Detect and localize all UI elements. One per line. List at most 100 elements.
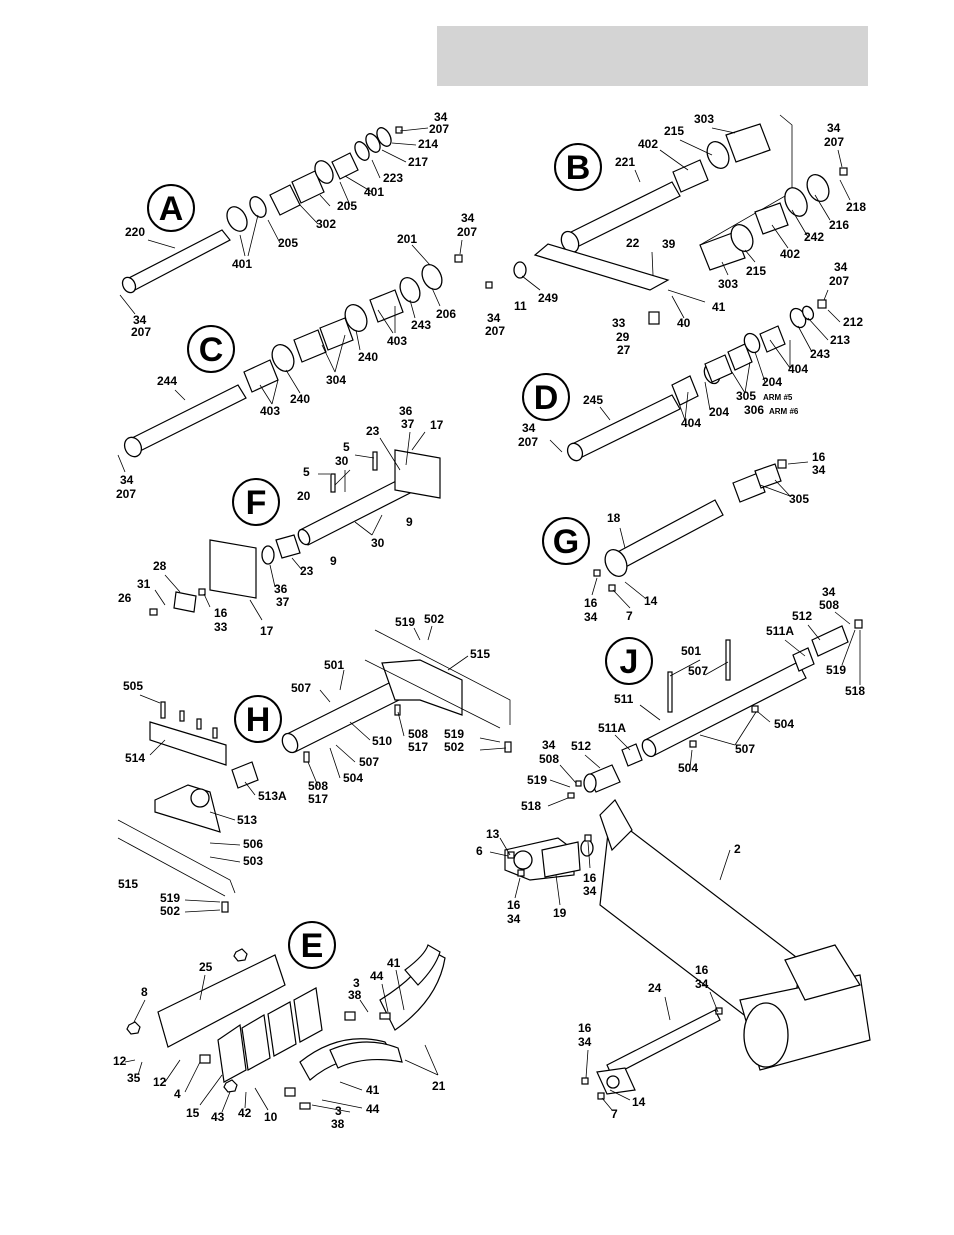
svg-text:204: 204 bbox=[709, 405, 729, 419]
section-d-assembly bbox=[566, 299, 827, 462]
svg-text:F: F bbox=[246, 484, 267, 522]
svg-text:8: 8 bbox=[141, 985, 148, 999]
svg-text:C: C bbox=[199, 331, 224, 369]
svg-text:34: 34 bbox=[507, 912, 521, 926]
svg-text:9: 9 bbox=[406, 515, 413, 529]
svg-text:44: 44 bbox=[370, 969, 384, 983]
svg-text:306: 306 bbox=[744, 403, 764, 417]
svg-text:245: 245 bbox=[583, 393, 603, 407]
svg-text:5: 5 bbox=[343, 440, 350, 454]
svg-text:213: 213 bbox=[830, 333, 850, 347]
section-h-callouts: 519 502 515 501 507 505 514 510 508 517 … bbox=[118, 612, 507, 918]
svg-text:504: 504 bbox=[774, 717, 794, 731]
svg-text:34: 34 bbox=[822, 585, 836, 599]
svg-text:507: 507 bbox=[291, 681, 311, 695]
svg-text:244: 244 bbox=[157, 374, 177, 388]
svg-text:38: 38 bbox=[331, 1117, 345, 1131]
svg-text:H: H bbox=[246, 701, 271, 739]
svg-text:515: 515 bbox=[470, 647, 490, 661]
svg-text:218: 218 bbox=[846, 200, 866, 214]
svg-text:207: 207 bbox=[457, 225, 477, 239]
section-c-assembly bbox=[123, 254, 463, 458]
svg-text:221: 221 bbox=[615, 155, 635, 169]
svg-text:216: 216 bbox=[829, 218, 849, 232]
svg-text:240: 240 bbox=[290, 392, 310, 406]
svg-text:16: 16 bbox=[695, 963, 709, 977]
svg-text:17: 17 bbox=[260, 624, 274, 638]
svg-text:24: 24 bbox=[648, 981, 662, 995]
header-box bbox=[437, 26, 868, 86]
svg-text:12: 12 bbox=[113, 1054, 127, 1068]
svg-text:31: 31 bbox=[137, 577, 151, 591]
svg-text:5: 5 bbox=[303, 465, 310, 479]
svg-text:29: 29 bbox=[616, 330, 630, 344]
svg-text:519: 519 bbox=[527, 773, 547, 787]
svg-text:517: 517 bbox=[408, 740, 428, 754]
svg-text:204: 204 bbox=[762, 375, 782, 389]
svg-text:207: 207 bbox=[824, 135, 844, 149]
svg-text:303: 303 bbox=[694, 112, 714, 126]
svg-text:26: 26 bbox=[118, 591, 132, 605]
svg-text:ARM #6: ARM #6 bbox=[769, 407, 799, 416]
svg-text:16: 16 bbox=[507, 898, 521, 912]
svg-text:402: 402 bbox=[638, 137, 658, 151]
section-j-assembly bbox=[567, 619, 863, 799]
section-c-callouts: 34 207 201 206 243 403 240 304 240 403 2… bbox=[116, 211, 477, 501]
svg-text:34: 34 bbox=[434, 110, 448, 124]
svg-text:25: 25 bbox=[199, 960, 213, 974]
svg-text:9: 9 bbox=[330, 554, 337, 568]
svg-text:34: 34 bbox=[487, 311, 501, 325]
svg-text:404: 404 bbox=[788, 362, 808, 376]
svg-text:305: 305 bbox=[736, 389, 756, 403]
svg-text:502: 502 bbox=[160, 904, 180, 918]
svg-text:207: 207 bbox=[485, 324, 505, 338]
svg-text:34: 34 bbox=[834, 260, 848, 274]
main-cylinder-assembly bbox=[504, 799, 871, 1100]
svg-text:40: 40 bbox=[677, 316, 691, 330]
svg-text:36: 36 bbox=[399, 404, 413, 418]
svg-text:243: 243 bbox=[810, 347, 830, 361]
svg-text:501: 501 bbox=[324, 658, 344, 672]
svg-text:207: 207 bbox=[116, 487, 136, 501]
section-j-callouts: 34 508 512 511A 519 518 501 507 504 511 … bbox=[521, 585, 865, 813]
section-h-assembly bbox=[117, 629, 512, 913]
svg-text:18: 18 bbox=[607, 511, 621, 525]
svg-text:507: 507 bbox=[688, 664, 708, 678]
svg-text:37: 37 bbox=[276, 595, 290, 609]
svg-text:215: 215 bbox=[746, 264, 766, 278]
svg-text:242: 242 bbox=[804, 230, 824, 244]
svg-text:3: 3 bbox=[335, 1104, 342, 1118]
svg-text:ARM #5: ARM #5 bbox=[763, 393, 793, 402]
svg-text:34: 34 bbox=[522, 421, 536, 435]
svg-text:249: 249 bbox=[538, 291, 558, 305]
svg-text:519: 519 bbox=[444, 727, 464, 741]
svg-text:13: 13 bbox=[486, 827, 500, 841]
svg-text:511A: 511A bbox=[766, 624, 794, 638]
svg-text:207: 207 bbox=[131, 325, 151, 339]
section-d-callouts: 34 207 212 213 243 404 204 305 ARM #5 30… bbox=[518, 260, 863, 453]
svg-text:502: 502 bbox=[424, 612, 444, 626]
svg-text:7: 7 bbox=[611, 1107, 618, 1121]
svg-text:14: 14 bbox=[644, 594, 658, 608]
svg-text:34: 34 bbox=[584, 610, 598, 624]
svg-text:E: E bbox=[301, 927, 324, 965]
svg-text:243: 243 bbox=[411, 318, 431, 332]
svg-text:205: 205 bbox=[337, 199, 357, 213]
svg-text:212: 212 bbox=[843, 315, 863, 329]
svg-text:J: J bbox=[620, 643, 639, 681]
svg-text:41: 41 bbox=[366, 1083, 380, 1097]
svg-text:36: 36 bbox=[274, 582, 288, 596]
svg-text:304: 304 bbox=[326, 373, 346, 387]
svg-text:217: 217 bbox=[408, 155, 428, 169]
svg-text:16: 16 bbox=[812, 450, 826, 464]
svg-text:240: 240 bbox=[358, 350, 378, 364]
section-a-label: A bbox=[147, 184, 195, 232]
svg-text:223: 223 bbox=[383, 171, 403, 185]
svg-text:512: 512 bbox=[571, 739, 591, 753]
svg-text:512: 512 bbox=[792, 609, 812, 623]
svg-text:505: 505 bbox=[123, 679, 143, 693]
svg-text:33: 33 bbox=[612, 316, 626, 330]
svg-text:22: 22 bbox=[626, 236, 640, 250]
section-f-label: F bbox=[232, 478, 280, 526]
